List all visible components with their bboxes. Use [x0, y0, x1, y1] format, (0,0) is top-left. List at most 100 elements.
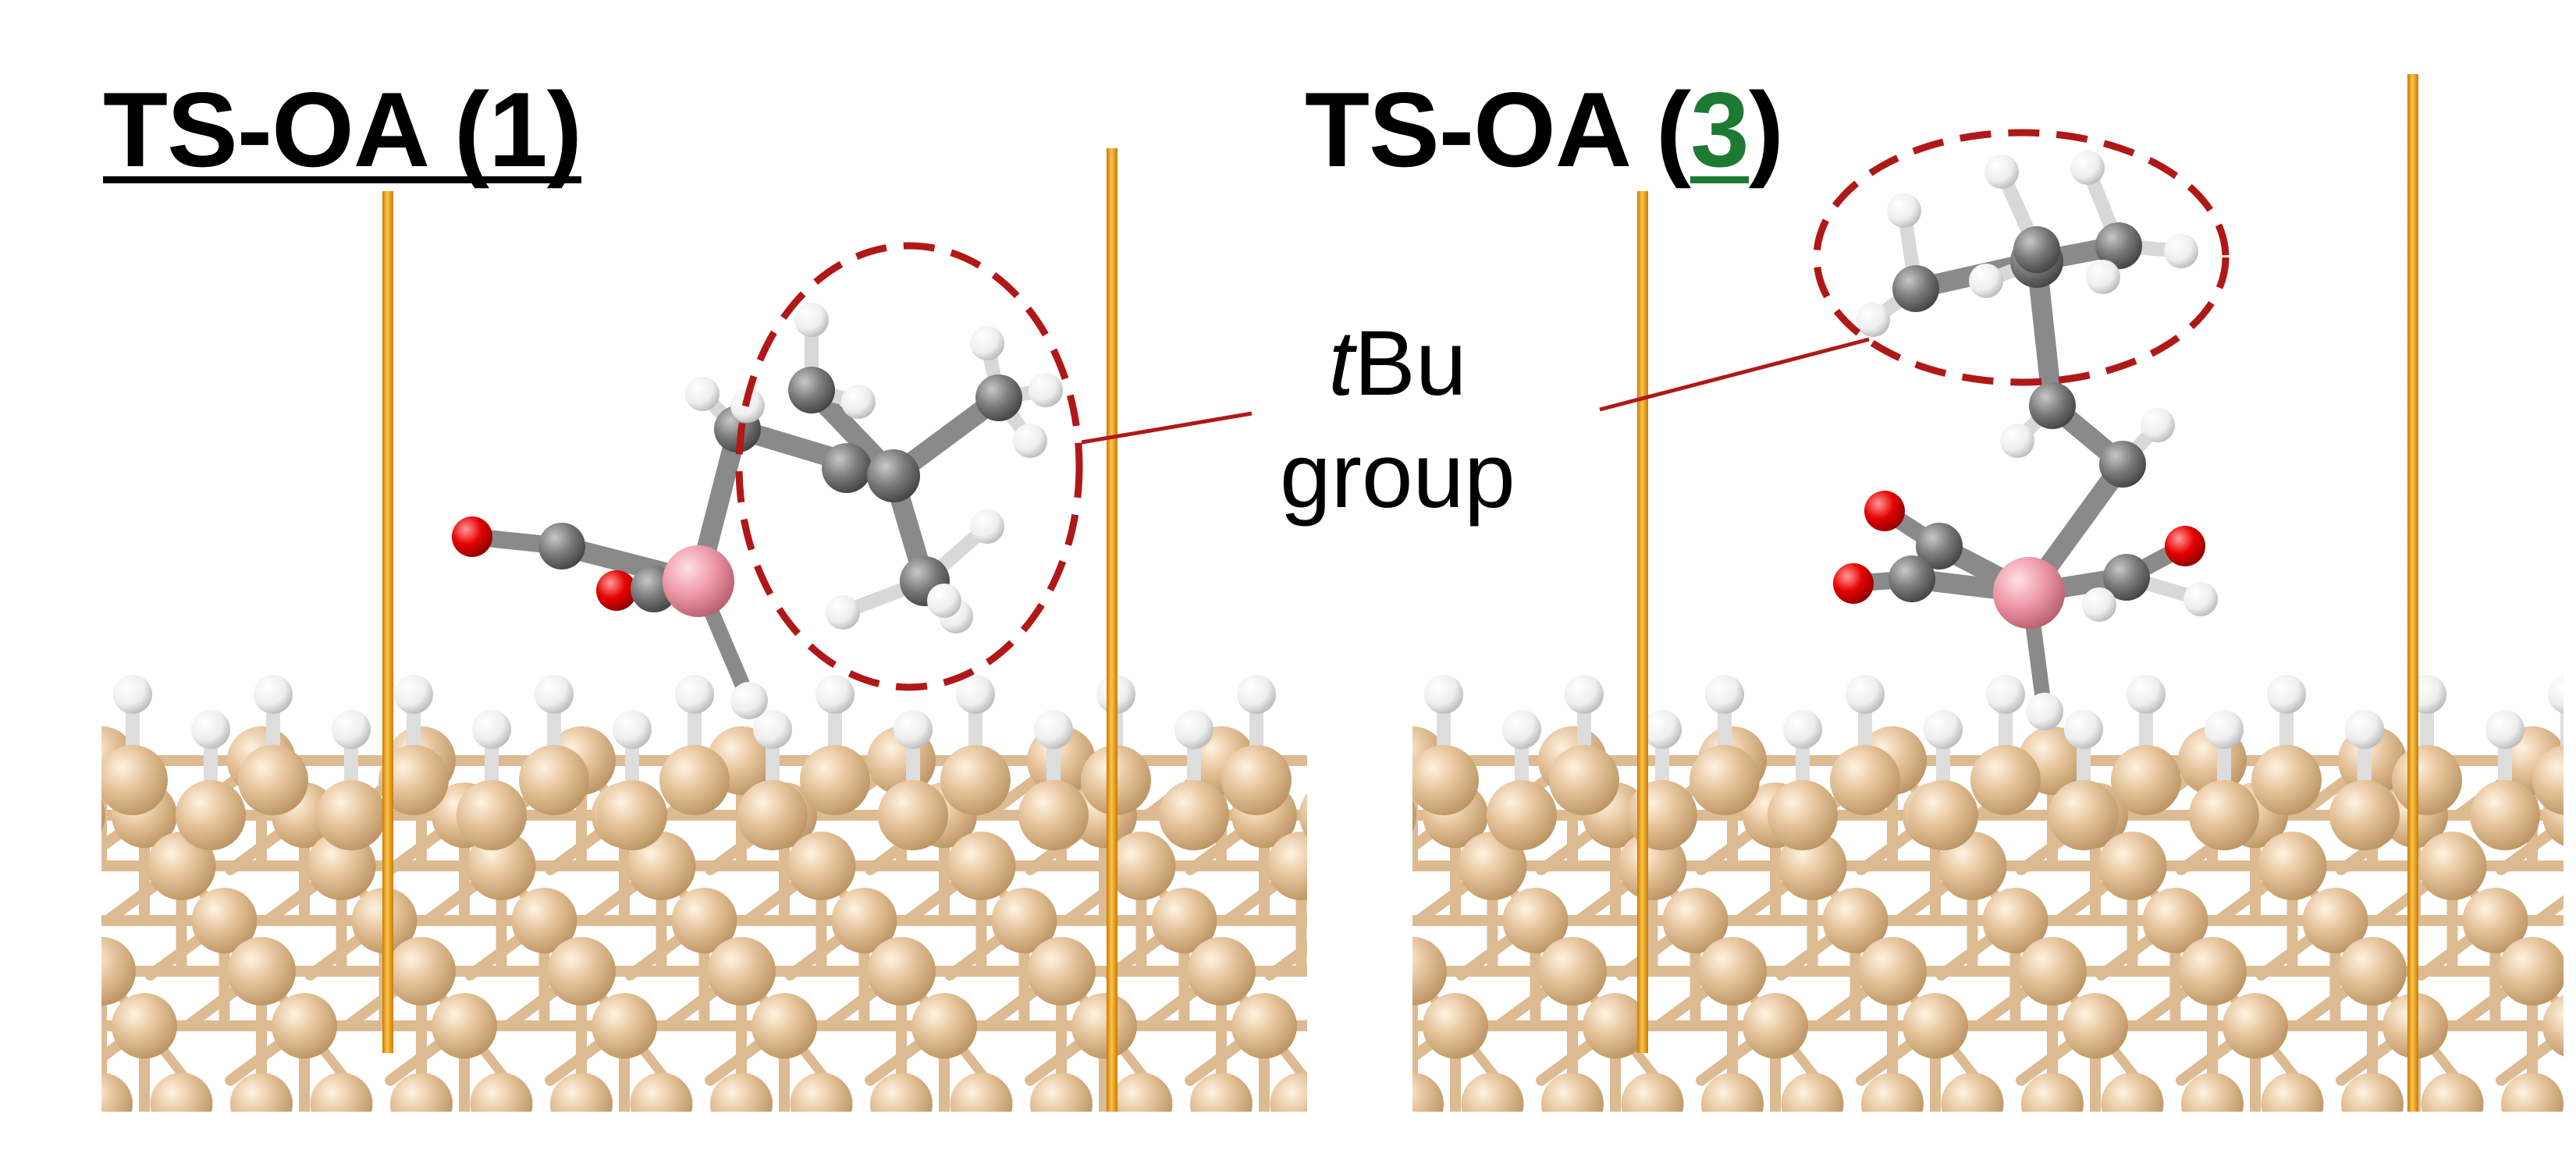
surface-atom	[1312, 888, 1377, 953]
surface-atom	[1822, 888, 1888, 953]
surface-atom	[1412, 1073, 1444, 1112]
hydrogen-atom	[970, 509, 1004, 544]
surface-atom	[737, 780, 808, 850]
surface-atom	[1071, 993, 1137, 1059]
hydrogen-atom	[1029, 373, 1063, 407]
surface-hydrogen-atom	[535, 675, 574, 714]
surface-atom	[1299, 793, 1307, 838]
surface-bond	[0, 866, 22, 921]
surface-hydrogen-atom	[1565, 675, 1604, 714]
title-prefix: TS-OA (	[103, 70, 489, 189]
surface-atom	[947, 832, 1016, 900]
surface-atom	[2338, 937, 2407, 1006]
surface-hydrogen-atom	[2267, 675, 2306, 714]
surface-hydrogen-atom	[753, 710, 792, 749]
oxygen-atom	[2165, 526, 2205, 566]
surface-bond	[0, 1026, 27, 1080]
surface-bond	[1296, 861, 1307, 882]
surface-atom	[950, 1073, 1013, 1112]
label-line-2: group	[1280, 424, 1515, 527]
surface-atom	[1938, 832, 2007, 900]
surface-bond	[1412, 966, 1418, 978]
surface-atom	[176, 780, 246, 850]
callout-markers	[735, 129, 2230, 691]
hydrogen-atom	[970, 326, 1004, 360]
surface-hydrogen-atom	[2064, 710, 2103, 749]
carbon-atom	[2099, 441, 2146, 488]
surface-hydrogen-atom	[2205, 710, 2244, 749]
hydrogen-atom	[2070, 151, 2105, 185]
surface-hydrogen-atom	[1924, 710, 1963, 749]
left-structure	[0, 148, 1377, 1112]
surface-atom	[310, 1073, 373, 1112]
surface-atom	[1302, 1073, 1364, 1135]
callout-leader-line-left	[1081, 411, 1252, 445]
surface-hydrogen-atom	[1846, 675, 1885, 714]
surface-atom	[751, 993, 817, 1059]
surface-atom	[1461, 1073, 1524, 1112]
surface-atom	[2048, 780, 2119, 850]
tbu-highlight-ellipse-left	[735, 242, 1083, 691]
label-italic-t: t	[1328, 312, 1355, 415]
surface-hydrogen-atom	[394, 675, 433, 714]
hydrogen-atom	[1969, 264, 2003, 298]
surface-atom	[101, 1073, 133, 1112]
panel-title-right: TS-OA (3)	[1305, 76, 1784, 183]
surface-atom	[1030, 1073, 1093, 1112]
surface-bond	[2532, 895, 2564, 926]
surface-atom	[2222, 993, 2288, 1059]
surface-atom	[227, 937, 296, 1006]
surface-hydrogen-atom	[1986, 675, 2025, 714]
carbon-atom	[1888, 555, 1935, 602]
surface-atom	[597, 780, 667, 850]
surface-atom	[2189, 780, 2259, 850]
surface-hydrogen-atom	[894, 710, 933, 749]
surface-hydrogen-atom	[1502, 710, 1541, 749]
surface-atom	[911, 993, 977, 1059]
vertical-rod	[1637, 191, 1648, 1053]
surface-atom	[378, 745, 449, 815]
surface-atom	[1267, 832, 1307, 900]
surface-hydrogen-atom	[191, 710, 230, 749]
hydrogen-atom	[2026, 693, 2063, 730]
surface-bond	[2496, 1027, 2564, 1086]
oxygen-atom	[452, 516, 492, 557]
surface-atom	[0, 993, 17, 1059]
surface-atom	[671, 888, 737, 953]
surface-atom	[191, 888, 258, 953]
surface-hydrogen-atom	[675, 675, 714, 714]
surface-atom	[150, 1073, 213, 1112]
surface-atom	[1110, 1073, 1173, 1112]
surface-bond	[101, 966, 107, 978]
surface-hydrogen-atom	[1174, 710, 1213, 749]
surface-atom	[1970, 745, 2041, 815]
hydrogen-atom	[2082, 587, 2116, 622]
carbon-atom	[975, 374, 1022, 421]
hydrogen-atom	[1887, 193, 1921, 228]
surface-atom	[1861, 1073, 1924, 1112]
title-number: 1	[489, 70, 548, 189]
surface-atom	[1941, 1073, 2004, 1112]
surface-atom	[787, 832, 856, 900]
carbon-atom	[538, 523, 585, 569]
surface-atom	[1299, 832, 1367, 900]
surface-atom	[2101, 1073, 2164, 1112]
oxygen-atom	[1833, 563, 1874, 604]
carbon-atom	[2095, 222, 2142, 269]
surface-atom	[432, 993, 497, 1059]
surface-atom	[1698, 937, 1767, 1006]
surface-bond	[0, 815, 27, 870]
surface-atom	[2302, 888, 2368, 953]
surface-atom	[1781, 1073, 1844, 1112]
right-structure	[1299, 74, 2564, 1135]
surface-bond	[22, 866, 65, 921]
carbon-atom	[822, 443, 872, 493]
hydrogen-atom	[2183, 582, 2218, 616]
vertical-rod	[2407, 74, 2418, 1112]
surface-hydrogen-atom	[472, 710, 511, 749]
carbon-atom	[2029, 382, 2076, 429]
surface-atom	[790, 1073, 853, 1112]
surface-atom	[1538, 937, 1607, 1006]
